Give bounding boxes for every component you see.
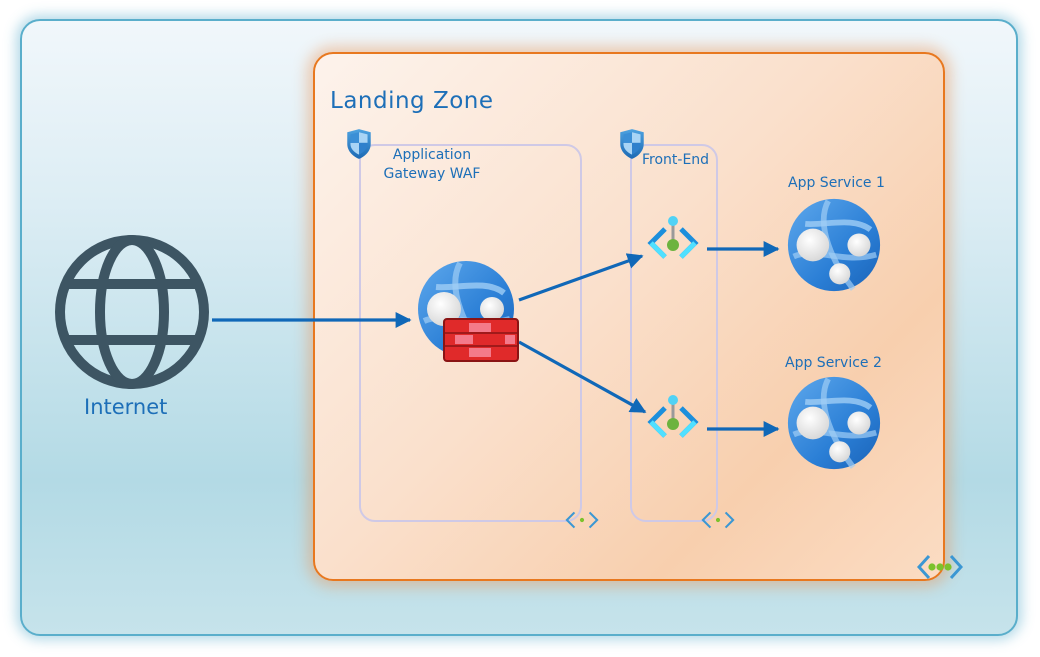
private-endpoint-icon[interactable] (645, 394, 701, 450)
arrow-gateway-to-endpoint-1 (518, 253, 644, 302)
app-service-2-label: App Service 2 (785, 355, 882, 371)
internet-label: Internet (84, 395, 168, 419)
app-gateway-subnet (359, 144, 582, 522)
landing-zone-title: Landing Zone (330, 88, 494, 114)
front-end-subnet-label: Front-End (642, 152, 710, 168)
globe-icon (55, 235, 209, 389)
app-service-icon[interactable] (786, 197, 882, 293)
app-gateway-label-line2: Gateway WAF (383, 166, 481, 182)
arrow-gateway-to-endpoint-2 (518, 340, 647, 414)
private-endpoint-icon[interactable] (645, 215, 701, 271)
front-end-subnet (630, 144, 718, 522)
app-gateway-subnet-label: Application Gateway WAF (380, 146, 484, 184)
app-gateway-label-line1: Application (392, 147, 472, 163)
app-service-icon[interactable] (786, 375, 882, 471)
app-service-1-label: App Service 1 (788, 175, 885, 191)
firewall-icon (443, 318, 519, 362)
